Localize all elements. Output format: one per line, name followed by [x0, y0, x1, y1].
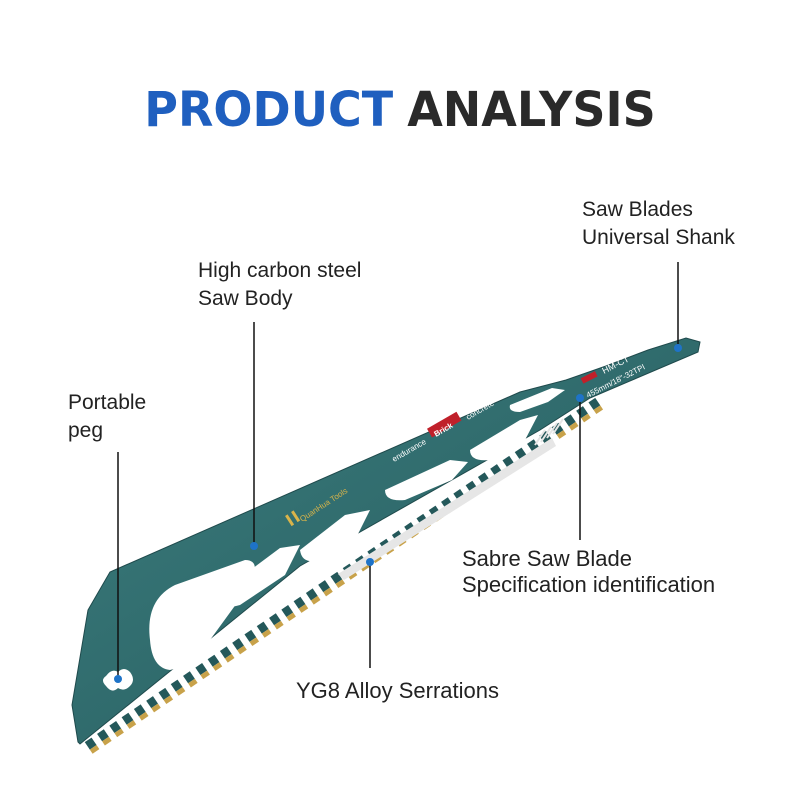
callout-peg-line1: Portable	[68, 391, 147, 414]
carbide-tooth-tip	[347, 571, 358, 580]
tooth-base	[318, 580, 330, 593]
carbide-tooth-tip	[102, 736, 112, 746]
callout-spec-line2: Specification identification	[462, 572, 716, 597]
tooth-base	[109, 721, 122, 734]
carbide-tooth-tip	[298, 604, 309, 613]
blade-cutouts	[149, 388, 565, 670]
tooth-base	[305, 588, 318, 601]
tooth-base	[146, 696, 158, 709]
tooth-base	[244, 629, 257, 642]
tooth-base	[170, 679, 183, 692]
carbide-tooth-tip	[249, 637, 260, 647]
carbide-tooth-tip	[323, 587, 333, 597]
saw-body	[71, 337, 701, 745]
stripe-hatch	[534, 418, 564, 446]
tooth-base	[293, 596, 306, 609]
carbide-tooth-tip	[310, 595, 321, 605]
carbide-tooth-tip	[89, 745, 100, 754]
tooth-base	[195, 663, 208, 676]
carbide-teeth	[84, 397, 604, 754]
carbide-tooth-tip	[286, 612, 296, 622]
carbide-tooth-tip	[188, 678, 198, 688]
marker-peg	[114, 675, 122, 683]
callout-leaders	[117, 262, 679, 676]
callout-shank-line1: Saw Blades	[582, 198, 693, 221]
carbide-tooth-tip	[274, 620, 284, 630]
tooth-base	[183, 671, 195, 684]
tooth-base	[121, 712, 134, 725]
tooth-base	[219, 646, 232, 659]
tooth-base	[563, 414, 576, 427]
title-word-product: PRODUCT	[144, 80, 394, 138]
tooth-base	[256, 621, 269, 634]
carbide-stripe	[338, 438, 556, 580]
tooth-base	[269, 613, 281, 626]
carbide-tooth-tip	[114, 728, 124, 738]
tooth-base	[281, 605, 294, 618]
carbide-tooth-tip	[151, 703, 161, 713]
carbide-tooth-tip	[175, 687, 186, 696]
marker-spec	[576, 394, 584, 402]
tooth-base	[576, 406, 588, 419]
carbide-tooth-tip	[212, 662, 223, 671]
tooth-base	[232, 638, 244, 651]
marker-shank	[674, 344, 682, 352]
callout-spec: Sabre Saw Blade Specification identifica…	[462, 546, 715, 598]
callout-peg-line2: peg	[68, 419, 104, 442]
callout-spec-line1: Sabre Saw Blade	[462, 546, 632, 571]
carbide-tooth-tip	[593, 405, 604, 415]
title-word-analysis: ANALYSIS	[407, 80, 656, 138]
callout-body-line1: High carbon steel	[198, 259, 362, 282]
carbide-tooth-tip	[556, 430, 567, 439]
carbide-tooth-tip	[261, 629, 272, 638]
carbide-tooth-tip	[581, 413, 591, 423]
tooth-base	[158, 687, 171, 700]
callout-serrations-line1: YG8 Alloy Serrations	[296, 678, 499, 703]
callout-shank: Saw Blades Universal Shank	[582, 196, 735, 252]
marker-serrations	[366, 558, 374, 566]
tooth-base	[207, 654, 220, 667]
carbide-tooth-tip	[163, 695, 174, 705]
carbide-tooth-tip	[335, 579, 346, 589]
tooth-base	[97, 729, 109, 742]
tooth-base	[84, 737, 97, 750]
marker-body	[250, 542, 258, 550]
carbide-tooth-tip	[200, 670, 210, 680]
carbide-tooth-tip	[237, 645, 247, 655]
callout-serrations: YG8 Alloy Serrations	[296, 677, 499, 705]
carbide-tooth-tip	[224, 653, 235, 663]
callout-markers	[114, 344, 682, 683]
tooth-base	[588, 397, 601, 410]
callout-peg: Portable peg	[68, 389, 146, 445]
carbide-tooth-tip	[138, 711, 149, 721]
carbide-tooth-tip	[126, 720, 137, 729]
callout-body-line2: Saw Body	[198, 287, 293, 310]
callout-body: High carbon steel Saw Body	[198, 257, 361, 313]
tooth-base	[133, 704, 146, 717]
carbide-tooth-tip	[568, 421, 579, 431]
tooth-base	[330, 571, 343, 584]
callout-shank-line2: Universal Shank	[582, 226, 735, 249]
